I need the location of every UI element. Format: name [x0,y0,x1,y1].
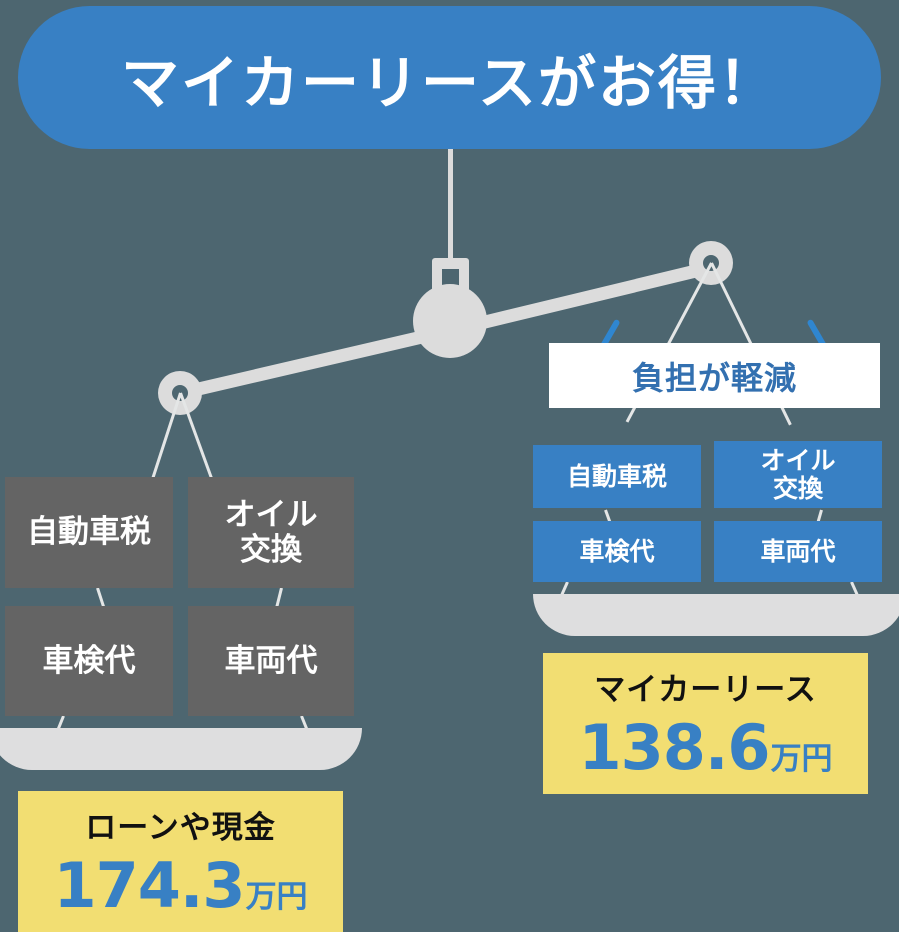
left-cost-box-vehicle-price: 車両代 [188,606,354,716]
right-cost-box-inspection: 車検代 [533,521,701,582]
left-cost-box-oil-change: オイル交換 [188,477,354,588]
right-price-amount: 138.6 万円 [578,711,832,784]
left-pan [0,728,362,770]
left-cost-box-inspection: 車検代 [5,606,173,716]
left-price-amount: 174.3 万円 [53,849,307,922]
right-cost-box-oil-change: オイル交換 [714,441,882,508]
balance-beam-left [172,324,452,401]
balance-beam-right [448,261,713,337]
right-price-unit: 万円 [770,740,833,777]
left-cost-box-car-tax: 自動車税 [5,477,173,588]
fulcrum-ball [413,284,487,358]
right-cost-box-car-tax: 自動車税 [533,445,701,508]
left-price-label: ローンや現金 [85,809,276,846]
header-banner: マイカーリースがお得！ [18,6,881,149]
right-cost-box-vehicle-price: 車両代 [714,521,882,582]
left-price-unit: 万円 [245,878,308,915]
right-price-box: マイカーリース 138.6 万円 [543,653,868,794]
page-title: マイカーリースがお得！ [120,48,779,117]
badge-label: 負担が軽減 [631,358,797,397]
hanger-rod [448,149,453,263]
burden-reduced-badge: 負担が軽減 [549,343,880,408]
left-price-box: ローンや現金 174.3 万円 [18,791,343,932]
right-price-number: 138.6 [578,710,770,784]
right-pan [533,594,899,636]
left-price-number: 174.3 [53,848,245,922]
right-price-label: マイカーリース [594,671,817,708]
